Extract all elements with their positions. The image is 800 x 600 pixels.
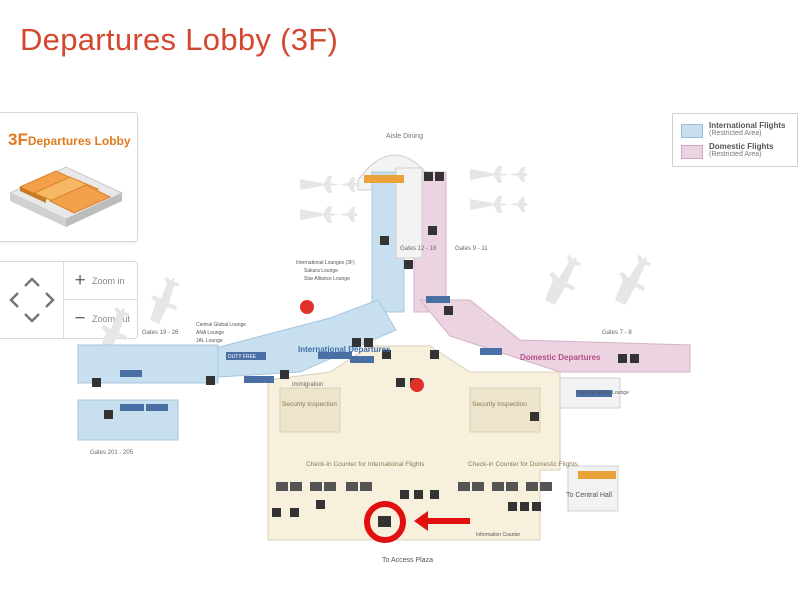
map-legend: International Flights (Restricted Area) … — [672, 113, 798, 167]
floor-3d-icon — [8, 166, 124, 227]
security-left-label: Security Inspection — [282, 401, 337, 408]
sakura-lounge-label: Sakura Lounge — [304, 268, 338, 274]
intl-departures-label: International Departures — [298, 345, 391, 354]
star-alliance-lounge-label: Star Alliance Lounge — [304, 276, 350, 282]
duty-free-label: DUTY FREE — [228, 354, 257, 360]
intl-lounges-label: International Lounges (3F) — [296, 260, 355, 266]
gates-19-26-label: Gates 19 - 26 — [142, 330, 179, 336]
zoom-out-button[interactable]: − Zoom out — [64, 300, 136, 337]
info-counter-label: Information Counter — [476, 532, 521, 538]
highlighted-facility-icon[interactable] — [378, 516, 391, 527]
airplane-icons — [100, 166, 651, 354]
intl-west-pier — [77, 344, 219, 384]
gates-201-205-label: Gates 201 - 205 — [90, 450, 134, 456]
gates-12-18-label: Gates 12 - 18 — [400, 246, 437, 252]
zoom-out-label: Zoom out — [92, 313, 131, 324]
ana-lounge-label: ANA Lounge — [196, 330, 224, 336]
immigration-label: Immigration — [292, 382, 323, 388]
gates-7-8-label: Gates 7 - 8 — [602, 330, 632, 336]
aisle-dining-label: Aisle Dining — [386, 133, 423, 140]
minus-icon: − — [74, 307, 86, 329]
pan-arrows-icon[interactable] — [3, 268, 61, 332]
to-central-hall-label[interactable]: To Central Hall — [566, 492, 612, 499]
checkin-dom-label: Check-in Counter for Domestic Flights — [468, 461, 579, 468]
highlight-circle-marker — [364, 501, 406, 543]
security-right-zone — [469, 387, 541, 433]
orange-restaurant-tag — [364, 175, 404, 183]
security-right-label: Security Inspection — [472, 401, 527, 408]
legend-domestic-title: Domestic Flights — [709, 142, 774, 151]
dom-departures-label: Domestic Departures — [520, 353, 601, 362]
floor-selector-3f[interactable]: 3FDepartures Lobby — [0, 112, 138, 242]
legend-swatch-international — [681, 124, 703, 138]
zoom-in-button[interactable]: + Zoom in — [64, 262, 136, 299]
legend-international-title: International Flights — [709, 121, 786, 130]
checkin-counters-left[interactable] — [276, 482, 372, 491]
plus-icon: + — [74, 269, 86, 291]
centrair-airline-lounge-label: Centrair Airline Lounge — [578, 390, 629, 396]
to-access-plaza-label[interactable]: To Access Plaza — [382, 557, 433, 564]
zoom-in-label: Zoom in — [92, 275, 125, 286]
page-title: Departures Lobby (3F) — [20, 22, 339, 57]
checkin-counters-right[interactable] — [458, 482, 552, 491]
floor-selector-label: 3FDepartures Lobby — [8, 130, 131, 149]
blue-sign-tags — [120, 296, 612, 411]
legend-swatch-domestic — [681, 145, 703, 159]
central-global-lounge-label: Central Global Lounge — [196, 322, 246, 328]
facility-icons[interactable] — [92, 172, 639, 517]
orange-cafe-tag — [578, 471, 616, 479]
legend-international-sub: (Restricted Area) — [709, 130, 762, 137]
security-left-zone — [279, 387, 341, 433]
gates-9-11-label: Gates 9 - 11 — [455, 246, 488, 252]
checkin-intl-label: Check-in Counter for International Fligh… — [306, 461, 425, 468]
jal-lounge-label: JAL Lounge — [196, 338, 223, 344]
legend-international: International Flights (Restricted Area) — [681, 121, 785, 138]
legend-domestic-sub: (Restricted Area) — [709, 151, 762, 158]
red-arrow-icon — [414, 511, 470, 531]
legend-domestic: Domestic Flights (Restricted Area) — [681, 142, 773, 159]
